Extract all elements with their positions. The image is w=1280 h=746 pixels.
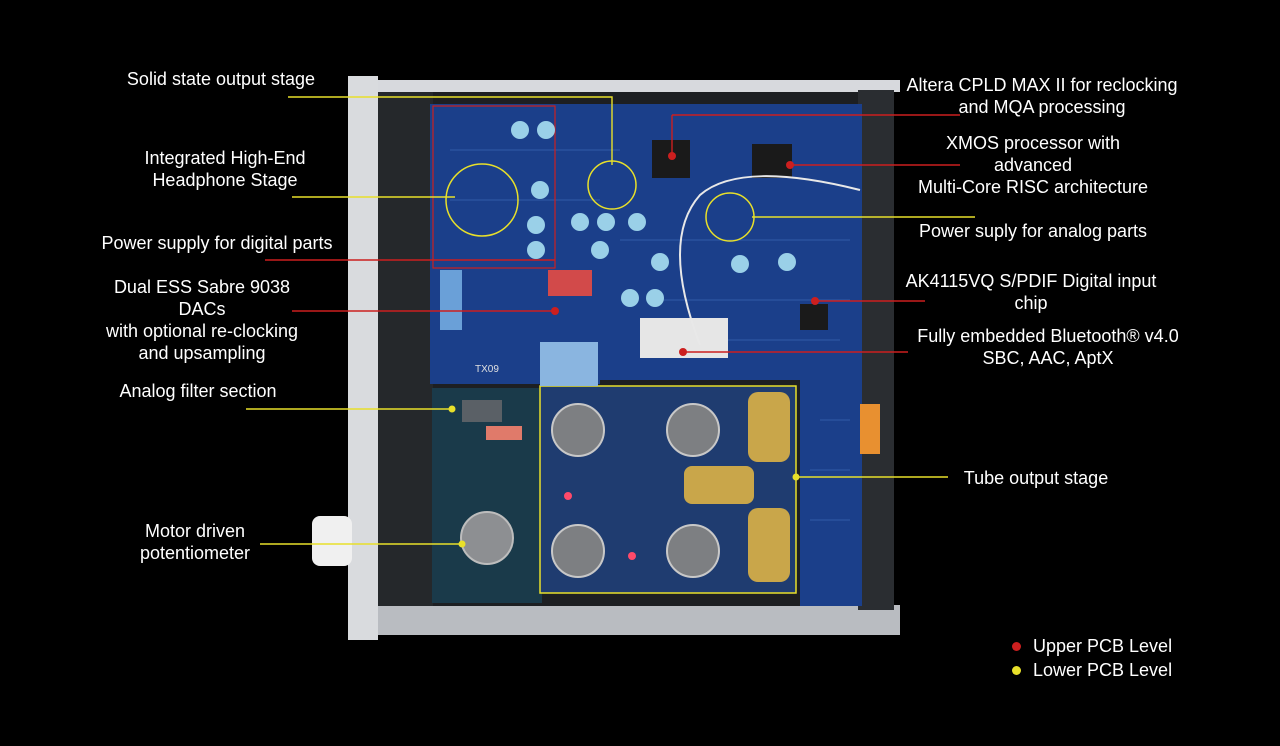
callout-dots <box>448 152 819 548</box>
digital-psu-outline <box>432 105 556 269</box>
motor-housing <box>460 511 514 565</box>
ak4115-chip <box>800 304 828 330</box>
lower-dot-icon <box>1012 665 1021 675</box>
label-solid-state: Solid state output stage <box>126 69 316 89</box>
label-bluetooth: Fully embedded Bluetooth® v4.0 SBC, AAC,… <box>917 326 1179 368</box>
label-psu-analog: Power suply for analog parts <box>918 221 1148 241</box>
label-altera: Altera CPLD MAX II for reclocking and MQ… <box>906 75 1178 117</box>
gold-capacitor <box>684 466 754 504</box>
label-tube-stage: Tube output stage <box>963 468 1109 488</box>
chassis-bottom-rail <box>365 605 900 635</box>
chassis-back-rail <box>360 80 900 92</box>
callout-solid-state <box>288 96 613 165</box>
chassis-front-panel <box>348 76 378 640</box>
vacuum-tubes <box>551 403 720 578</box>
legend-item-upper: Upper PCB Level <box>1012 634 1172 658</box>
label-headphone-stage: Integrated High-End Headphone Stage <box>144 148 306 190</box>
tube-section-outline <box>539 385 797 594</box>
ribbon-cable-lower <box>540 342 598 386</box>
xmos-chip <box>752 144 792 178</box>
rear-panel <box>858 90 894 610</box>
label-ak4115: AK4115VQ S/PDIF Digital input chip <box>905 271 1157 313</box>
legend: Upper PCB Level Lower PCB Level <box>1012 634 1172 682</box>
label-xmos: XMOS processor with advanced Multi-Core … <box>917 133 1149 197</box>
legend-item-lower: Lower PCB Level <box>1012 658 1172 682</box>
gold-capacitor <box>748 392 790 462</box>
pcb-mark-tx: TX09 <box>475 364 499 375</box>
lower-pcb <box>432 388 542 603</box>
ribbon-cable <box>440 270 462 330</box>
headphone-stage-ring <box>445 163 519 237</box>
legend-label: Upper PCB Level <box>1033 636 1173 656</box>
upper-dot-icon <box>1012 641 1021 651</box>
legend-label: Lower PCB Level <box>1033 660 1173 680</box>
volume-knob <box>312 516 352 566</box>
antenna-wire <box>679 175 861 346</box>
label-analog-filter: Analog filter section <box>119 381 277 401</box>
label-motor-pot: Motor driven potentiometer <box>139 521 251 563</box>
side-rail <box>378 92 433 606</box>
label-psu-digital: Power supply for digital parts <box>101 233 333 253</box>
gold-capacitor <box>748 508 790 582</box>
label-dacs: Dual ESS Sabre 9038 DACs with optional r… <box>105 277 299 363</box>
